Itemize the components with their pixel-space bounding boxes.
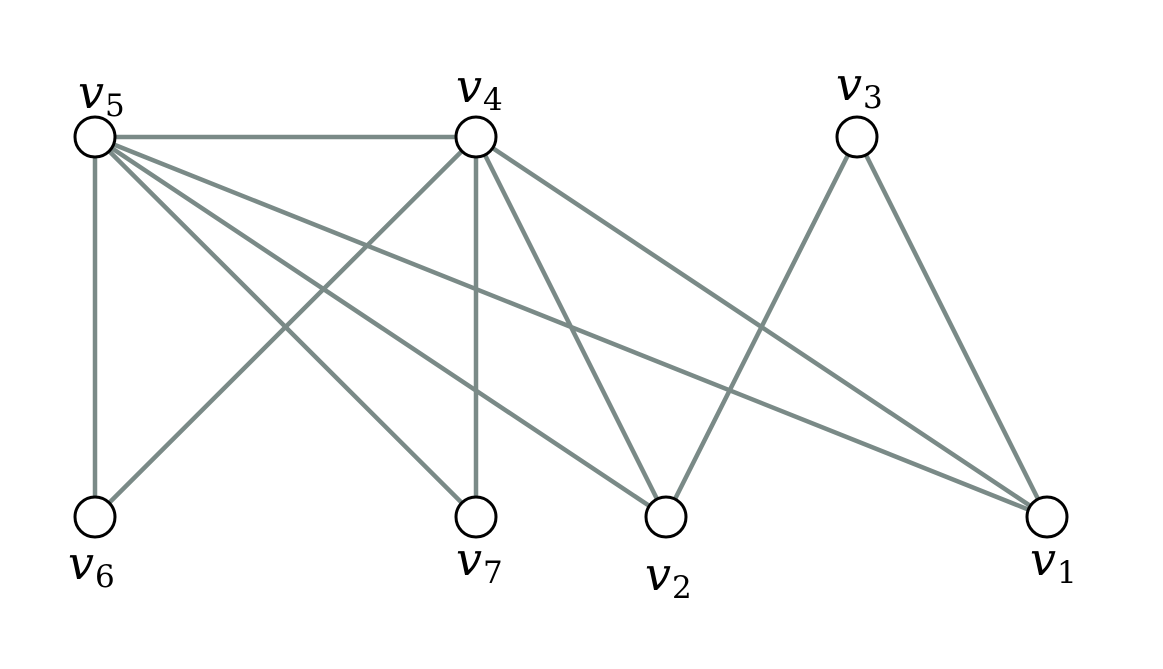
node-circle-v6 bbox=[73, 495, 117, 539]
node-label-index: 7 bbox=[483, 555, 503, 591]
node-label-v4: v4 bbox=[456, 59, 503, 118]
node-label-index: 4 bbox=[483, 82, 503, 118]
node-v5: v5 bbox=[73, 65, 125, 159]
node-label-letter: v bbox=[456, 59, 482, 113]
node-label-v3: v3 bbox=[836, 57, 883, 116]
edge-v5-v2 bbox=[92, 134, 669, 520]
node-label-letter: v bbox=[645, 547, 671, 601]
edge-v3-v1 bbox=[854, 134, 1050, 520]
node-label-v2: v2 bbox=[645, 547, 692, 606]
node-label-letter: v bbox=[68, 536, 94, 590]
node-circle-v2 bbox=[644, 495, 688, 539]
node-label-letter: v bbox=[78, 65, 104, 119]
node-label-letter: v bbox=[456, 532, 482, 586]
node-v3: v3 bbox=[835, 57, 883, 159]
edges-layer bbox=[92, 134, 1050, 520]
node-v1: v1 bbox=[1025, 495, 1077, 591]
node-label-v1: v1 bbox=[1030, 532, 1077, 591]
edge-v4-v6 bbox=[92, 134, 479, 520]
node-label-v7: v7 bbox=[456, 532, 503, 591]
node-label-letter: v bbox=[1030, 532, 1056, 586]
node-label-index: 3 bbox=[863, 80, 883, 116]
node-circle-v3 bbox=[835, 115, 879, 159]
node-label-index: 6 bbox=[95, 559, 115, 595]
node-circle-v7 bbox=[454, 495, 498, 539]
node-label-v6: v6 bbox=[68, 536, 115, 595]
node-label-index: 5 bbox=[105, 88, 125, 124]
node-label-letter: v bbox=[836, 57, 862, 111]
node-v7: v7 bbox=[454, 495, 503, 591]
node-circle-v5 bbox=[73, 115, 117, 159]
node-v4: v4 bbox=[454, 59, 503, 159]
node-label-index: 2 bbox=[672, 570, 692, 606]
node-v2: v2 bbox=[644, 495, 692, 606]
edge-v3-v2 bbox=[663, 134, 860, 520]
edge-v4-v2 bbox=[473, 134, 669, 520]
node-v6: v6 bbox=[68, 495, 117, 595]
node-circle-v4 bbox=[454, 115, 498, 159]
node-circle-v1 bbox=[1025, 495, 1069, 539]
node-label-index: 1 bbox=[1057, 555, 1077, 591]
node-label-v5: v5 bbox=[78, 65, 125, 124]
